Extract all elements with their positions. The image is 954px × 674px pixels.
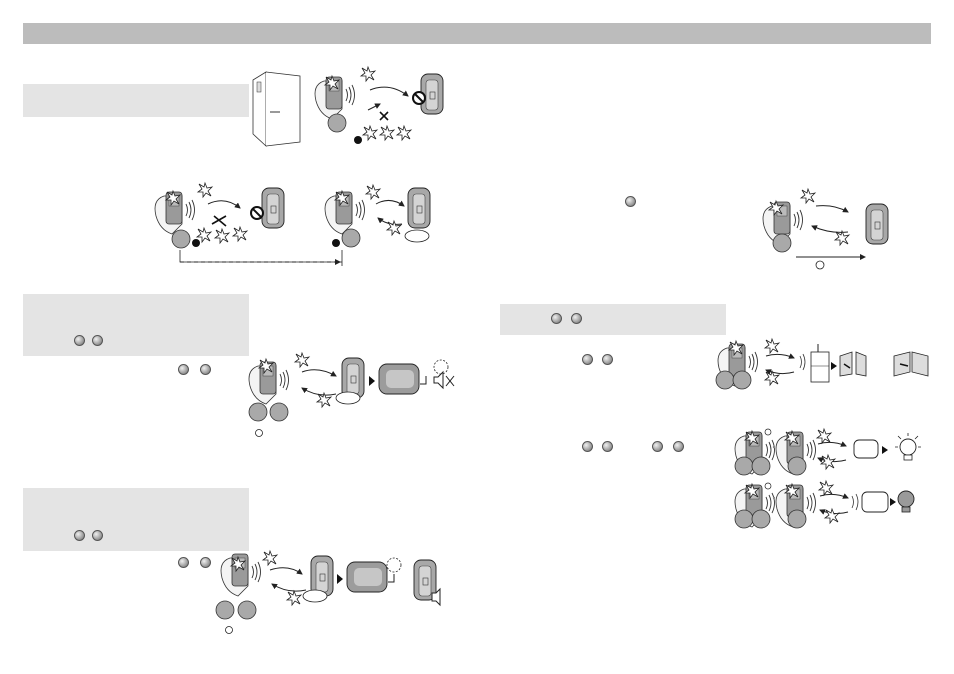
speaker-icon xyxy=(433,370,455,390)
timer-icon xyxy=(255,429,263,437)
button-icon xyxy=(715,370,735,390)
button-icon xyxy=(787,509,807,529)
gate-icon xyxy=(810,344,929,383)
spark-icon xyxy=(396,125,412,141)
button-indicator xyxy=(582,441,593,452)
button-indicator xyxy=(200,364,211,375)
button-icon xyxy=(734,456,754,476)
receiver-module-icon xyxy=(861,491,889,513)
timer-icon xyxy=(815,260,825,270)
button-icon xyxy=(237,600,257,620)
spark-icon xyxy=(816,428,832,444)
remote-control-icon xyxy=(220,553,261,597)
spark-icon xyxy=(214,228,230,244)
button-indicator xyxy=(582,354,593,365)
spark-icon xyxy=(379,125,395,141)
button-indicator xyxy=(92,335,103,346)
spark-icon xyxy=(262,550,278,566)
button-indicator xyxy=(602,441,613,452)
spark-icon xyxy=(196,227,212,243)
spark-icon xyxy=(818,480,834,496)
button-indicator xyxy=(571,313,582,324)
button-indicator xyxy=(178,364,189,375)
button-icon xyxy=(751,456,771,476)
siren-icon xyxy=(346,557,402,593)
button-icon xyxy=(787,456,807,476)
spark-icon xyxy=(360,66,376,82)
light-bulb-off-icon xyxy=(897,490,915,513)
door-icon xyxy=(252,71,301,147)
button-icon xyxy=(171,229,191,249)
spark-icon xyxy=(362,125,378,141)
spark-icon xyxy=(800,188,816,204)
button-icon xyxy=(772,233,792,253)
button-indicator xyxy=(673,441,684,452)
button-indicator xyxy=(92,530,103,541)
receiver-icon xyxy=(407,187,431,229)
spark-icon xyxy=(764,338,780,354)
spark-icon xyxy=(286,590,302,606)
button-icon xyxy=(751,509,771,529)
button-icon xyxy=(269,402,289,422)
timer-icon xyxy=(225,626,233,634)
button-indicator xyxy=(200,557,211,568)
siren-icon xyxy=(378,359,449,395)
arrow-icon xyxy=(369,86,409,97)
button-icon xyxy=(248,402,268,422)
cross-icon xyxy=(379,111,389,121)
prohibited-icon xyxy=(412,91,426,105)
spark-icon xyxy=(232,226,248,242)
button-icon xyxy=(215,600,235,620)
button-indicator xyxy=(602,354,613,365)
speaker-icon xyxy=(431,587,441,607)
dot-icon xyxy=(354,136,362,144)
button-indicator xyxy=(625,196,636,207)
receiver-module-icon xyxy=(853,439,879,459)
button-icon xyxy=(734,509,754,529)
section-box-1 xyxy=(23,84,249,117)
spark-icon xyxy=(294,352,310,368)
spark-icon xyxy=(365,184,381,200)
spark-icon xyxy=(834,230,850,246)
receiver-icon xyxy=(865,203,889,245)
spark-icon xyxy=(197,182,213,198)
button-icon xyxy=(732,370,752,390)
cross-icon xyxy=(213,215,227,227)
prohibited-icon xyxy=(250,206,264,220)
section-box-3 xyxy=(23,488,249,551)
button-icon xyxy=(327,113,347,133)
button-indicator xyxy=(74,335,85,346)
header-bar xyxy=(23,23,931,44)
button-icon xyxy=(341,228,361,248)
receiver-icon xyxy=(261,187,285,229)
spark-icon xyxy=(386,220,402,236)
section-box-4 xyxy=(500,304,726,335)
button-indicator xyxy=(551,313,562,324)
button-indicator xyxy=(178,557,189,568)
button-indicator xyxy=(652,441,663,452)
spark-icon xyxy=(824,508,840,524)
light-bulb-icon xyxy=(895,433,921,461)
button-indicator xyxy=(74,530,85,541)
section-box-2 xyxy=(23,294,249,356)
